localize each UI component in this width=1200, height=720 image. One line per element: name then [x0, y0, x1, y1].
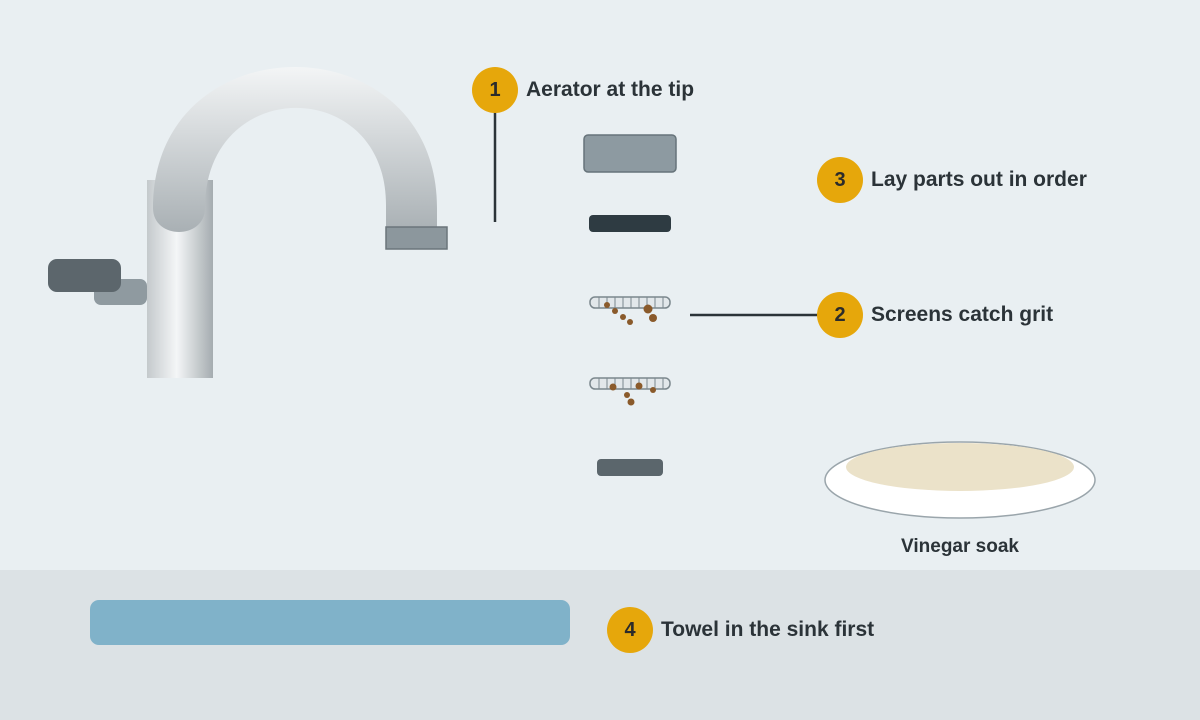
callout-screens: 2 Screens catch grit	[817, 292, 1053, 338]
faucet-handle	[48, 259, 121, 292]
grit-particles	[609, 382, 656, 406]
vinegar-soak-label: Vinegar soak	[901, 536, 1019, 557]
callout-label: Aerator at the tip	[526, 78, 695, 101]
step-badge: 3	[817, 157, 863, 203]
callout-label: Screens catch grit	[871, 303, 1054, 326]
aerator-parts	[583, 134, 677, 476]
callout-label: Lay parts out in order	[871, 168, 1087, 191]
aerator-tip	[385, 226, 448, 250]
step-badge: 4	[607, 607, 653, 653]
vinegar-dish	[824, 441, 1096, 519]
faucet-spout	[153, 67, 437, 232]
screen-lower	[589, 377, 671, 406]
towel	[90, 600, 570, 645]
screen-upper	[589, 296, 671, 325]
rubber-washer	[589, 215, 671, 232]
callout-towel: 4 Towel in the sink first	[607, 607, 874, 653]
callout-aerator: 1 Aerator at the tip	[472, 67, 694, 113]
step-badge: 2	[817, 292, 863, 338]
sink-countertop	[0, 570, 1200, 720]
callout-lay-parts: 3 Lay parts out in order	[817, 157, 1087, 203]
step-badge: 1	[472, 67, 518, 113]
aerator-insert	[597, 459, 663, 476]
grit-particles	[604, 302, 657, 325]
aerator-housing	[583, 134, 677, 173]
faucet	[48, 67, 448, 378]
vinegar	[846, 443, 1074, 491]
callout-label: Towel in the sink first	[661, 618, 875, 641]
